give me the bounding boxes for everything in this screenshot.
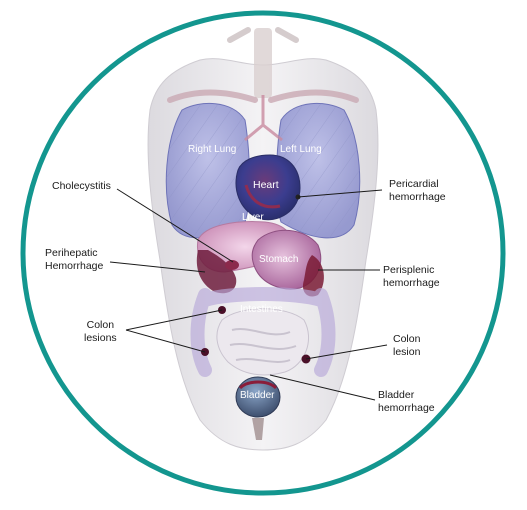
- pericardial-hemorrhage-label: Pericardial hemorrhage: [389, 178, 446, 204]
- perisplenic-hemorrhage-label: Perisplenic hemorrhage: [383, 264, 440, 290]
- bladder-hemorrhage-label: Bladder hemorrhage: [378, 389, 435, 415]
- cholecystitis-label: Cholecystitis: [52, 180, 111, 193]
- perihepatic-hemorrhage-label: Perihepatic Hemorrhage: [45, 247, 103, 273]
- heart-label: Heart: [253, 179, 279, 191]
- liver-label: Liver: [242, 212, 264, 224]
- colon-lesion-label: Colon lesion: [393, 333, 420, 359]
- colon-lesions-label: Colon lesions: [84, 319, 117, 345]
- bladder-label: Bladder: [240, 390, 274, 402]
- right-lung-label: Right Lung: [188, 144, 236, 156]
- stomach-label: Stomach: [259, 254, 298, 266]
- intestines-label: Intestines: [240, 304, 283, 316]
- left-lung-label: Left Lung: [280, 144, 322, 156]
- spine: [254, 28, 272, 98]
